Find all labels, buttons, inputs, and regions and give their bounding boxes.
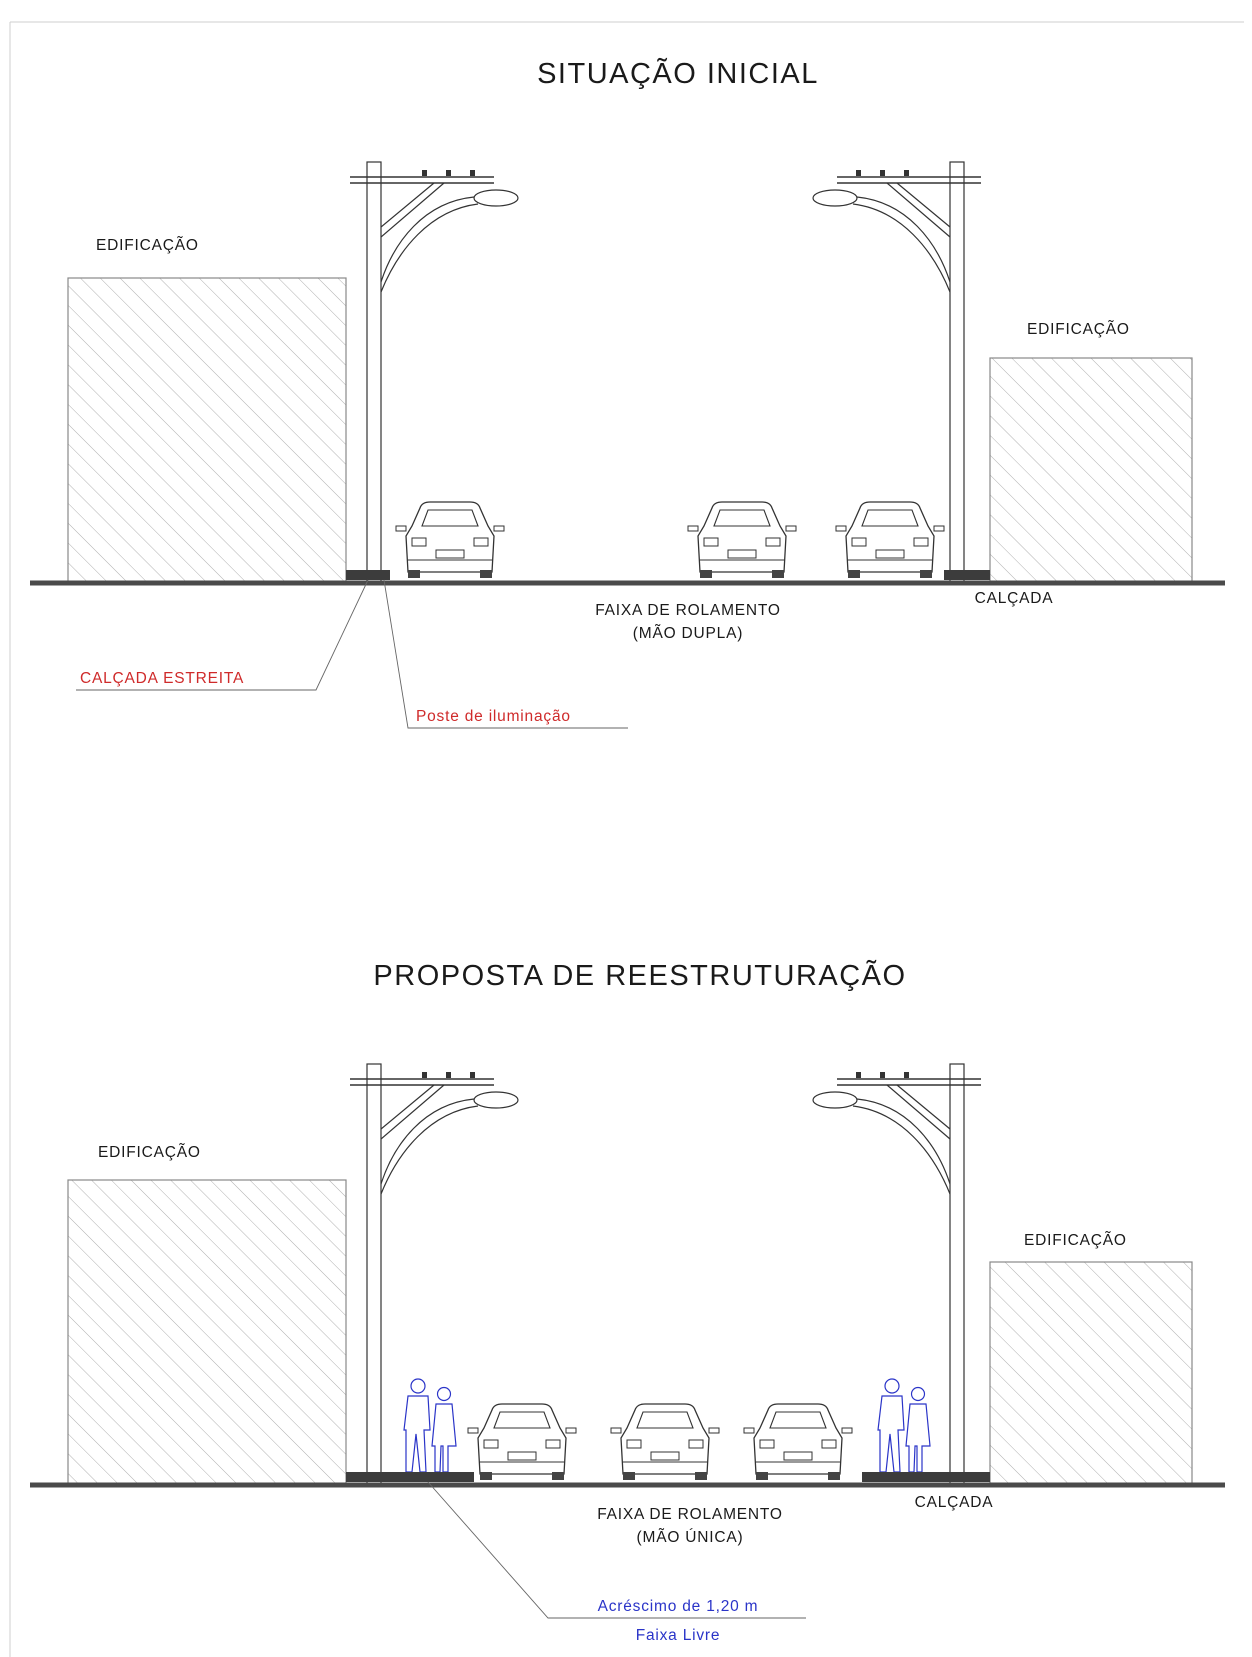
narrow-sidewalk-leader bbox=[76, 579, 369, 691]
proposal-sidewalk-right bbox=[862, 1472, 990, 1482]
proposal-building-left bbox=[67, 1179, 347, 1485]
initial-sidewalk-label: CALÇADA bbox=[975, 590, 1054, 607]
proposal-lane-label-line1: FAIXA DE ROLAMENTO bbox=[597, 1506, 783, 1523]
initial-building-right bbox=[989, 357, 1193, 583]
initial-car-1 bbox=[395, 501, 505, 579]
proposal-building-left-label: EDIFICAÇÃO bbox=[98, 1144, 201, 1161]
initial-section: SITUAÇÃO INICIAL EDIFICAÇÃO EDIFICAÇÃO F… bbox=[30, 56, 1225, 729]
increase-label-line2: Faixa Livre bbox=[636, 1627, 721, 1644]
proposal-car-1 bbox=[467, 1403, 577, 1481]
proposal-section: PROPOSTA DE REESTRUTURAÇÃO EDIFICAÇÃO ED… bbox=[30, 958, 1225, 1644]
initial-building-right-label: EDIFICAÇÃO bbox=[1027, 321, 1130, 338]
light-pole-leader bbox=[383, 579, 628, 729]
proposal-car-2 bbox=[610, 1403, 720, 1481]
initial-sidewalk-right bbox=[944, 570, 990, 580]
initial-car-3 bbox=[835, 501, 945, 579]
proposal-building-right bbox=[989, 1261, 1193, 1485]
light-pole-label: Poste de iluminação bbox=[416, 708, 571, 725]
proposal-pedestrians-right bbox=[877, 1378, 931, 1473]
increase-leader bbox=[427, 1481, 806, 1619]
initial-lane-label-line2: (MÃO DUPLA) bbox=[633, 625, 743, 642]
increase-label-line1: Acréscimo de 1,20 m bbox=[598, 1598, 759, 1615]
proposal-sidewalk-left bbox=[346, 1472, 474, 1482]
initial-sidewalk-left bbox=[346, 570, 390, 580]
proposal-building-right-label: EDIFICAÇÃO bbox=[1024, 1232, 1127, 1249]
initial-car-2 bbox=[687, 501, 797, 579]
initial-title: SITUAÇÃO INICIAL bbox=[537, 56, 819, 90]
proposal-pedestrians-left bbox=[403, 1378, 457, 1473]
proposal-car-3 bbox=[743, 1403, 853, 1481]
narrow-sidewalk-label: CALÇADA ESTREITA bbox=[80, 670, 244, 687]
proposal-lane-label-line2: (MÃO ÚNICA) bbox=[637, 1529, 744, 1546]
proposal-title: PROPOSTA DE REESTRUTURAÇÃO bbox=[373, 958, 906, 992]
initial-lane-label-line1: FAIXA DE ROLAMENTO bbox=[595, 602, 781, 619]
initial-building-left bbox=[67, 277, 347, 583]
proposal-sidewalk-label: CALÇADA bbox=[915, 1494, 994, 1511]
initial-building-left-label: EDIFICAÇÃO bbox=[96, 237, 199, 254]
